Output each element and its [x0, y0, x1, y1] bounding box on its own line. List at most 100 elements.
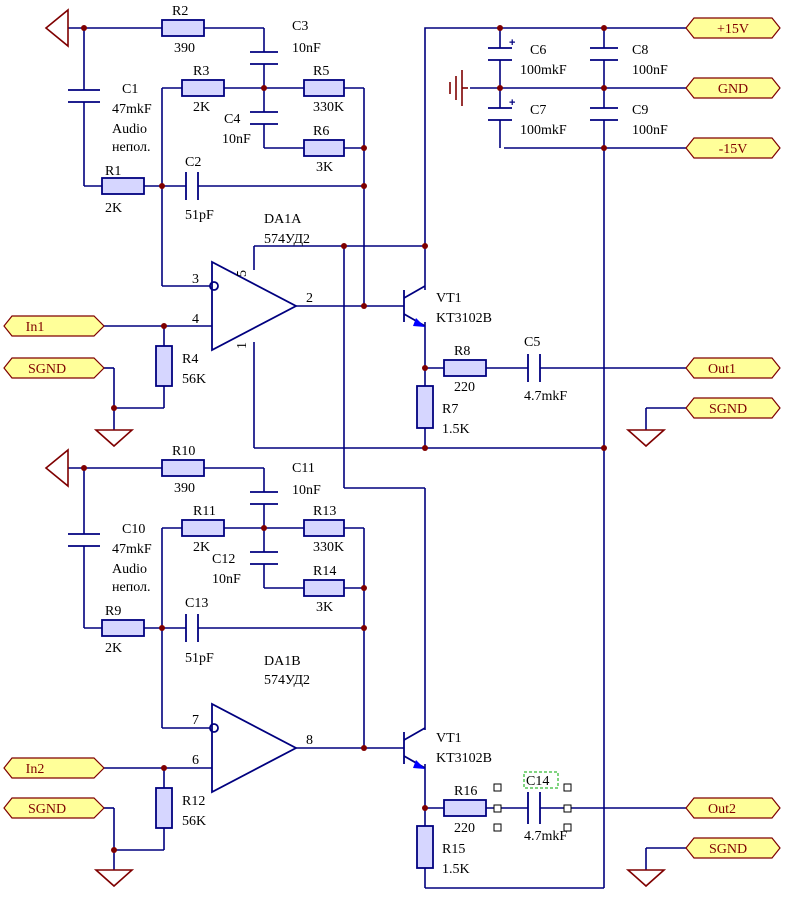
value-r13: 330K	[313, 540, 344, 555]
port-p15v[interactable]: +15V	[685, 17, 781, 39]
capacitor-c1[interactable]	[68, 89, 100, 103]
resistor-r8[interactable]	[443, 359, 487, 377]
capacitor-c14[interactable]	[527, 792, 541, 824]
capacitor-c9[interactable]	[590, 107, 618, 121]
label-da1b: DA1B	[264, 654, 301, 669]
capacitor-c11[interactable]	[250, 491, 278, 505]
label-vt1-bottom: VT1	[436, 731, 462, 746]
port-in1[interactable]: In1	[3, 315, 105, 337]
component-labels: R2 390 C3 10nF C1 47mkF Audio непол. R3 …	[105, 4, 668, 877]
resistor-r10[interactable]	[161, 459, 205, 477]
model-vt1-bottom: KT3102B	[436, 751, 492, 766]
resistor-r3[interactable]	[181, 79, 225, 97]
capacitor-c6[interactable]: +	[488, 37, 515, 61]
value-c2: 51pF	[185, 208, 214, 223]
value-r7: 1.5K	[442, 422, 470, 437]
port-sgnd-in1[interactable]: SGND	[3, 357, 105, 379]
resistor-r15[interactable]	[416, 825, 434, 869]
value-r12: 56K	[182, 814, 206, 829]
port-sgnd-out1[interactable]: SGND	[685, 397, 781, 419]
port-in2[interactable]: In2	[3, 757, 105, 779]
capacitor-c8[interactable]	[590, 47, 618, 61]
label-r8: R8	[454, 344, 470, 359]
port-m15v[interactable]: -15V	[685, 137, 781, 159]
resistor-r5[interactable]	[303, 79, 345, 97]
capacitor-c5[interactable]	[527, 354, 541, 382]
polarity-plus: +	[509, 37, 515, 49]
emitter-arrow-icon	[413, 318, 425, 327]
label-r6: R6	[313, 124, 329, 139]
label-c7: C7	[530, 103, 546, 118]
label-r5: R5	[313, 64, 329, 79]
value-c11: 10nF	[292, 483, 321, 498]
value-r2: 390	[174, 41, 195, 56]
value-r16: 220	[454, 821, 475, 836]
resistor-r16[interactable]	[443, 799, 487, 817]
capacitor-c13[interactable]	[185, 614, 199, 642]
resistor-r6[interactable]	[303, 139, 345, 157]
polarity-plus: +	[509, 97, 515, 109]
svg-text:SGND: SGND	[709, 402, 747, 417]
resistor-r11[interactable]	[181, 519, 225, 537]
value-c8: 100nF	[632, 63, 668, 78]
capacitor-c12[interactable]	[250, 551, 278, 565]
label-c11: C11	[292, 461, 315, 476]
value-r14: 3K	[316, 600, 333, 615]
svg-text:-15V: -15V	[719, 142, 748, 157]
opamp-da1b[interactable]	[209, 702, 298, 794]
transistor-vt1-top[interactable]	[403, 285, 426, 327]
label-r2: R2	[172, 4, 188, 19]
value-c1: 47mkF	[112, 102, 152, 117]
value-c10: 47mkF	[112, 542, 152, 557]
resistor-r7[interactable]	[416, 385, 434, 429]
port-out1[interactable]: Out1	[685, 357, 781, 379]
port-sgnd-out2[interactable]: SGND	[685, 837, 781, 859]
label-c6: C6	[530, 43, 546, 58]
capacitor-c2[interactable]	[185, 172, 199, 200]
capacitor-c7[interactable]: +	[488, 97, 515, 121]
capacitor-c3[interactable]	[250, 51, 278, 65]
resistor-r14[interactable]	[303, 579, 345, 597]
resistor-r4[interactable]	[155, 345, 173, 387]
opamp-da1a[interactable]	[209, 260, 298, 352]
value-c13: 51pF	[185, 651, 214, 666]
pin-4: 4	[192, 312, 199, 327]
label-r11: R11	[193, 504, 216, 519]
value-r9: 2K	[105, 641, 122, 656]
model-vt1-top: KT3102B	[436, 311, 492, 326]
selection-handles[interactable]	[493, 771, 572, 832]
value-r11: 2K	[193, 540, 210, 555]
resistor-r12[interactable]	[155, 787, 173, 829]
label-r15: R15	[442, 842, 465, 857]
resistor-r1[interactable]	[101, 177, 145, 195]
svg-text:GND: GND	[718, 82, 748, 97]
label-r13: R13	[313, 504, 336, 519]
pin-2: 2	[306, 291, 313, 306]
value-r15: 1.5K	[442, 862, 470, 877]
svg-text:In2: In2	[26, 762, 45, 777]
emitter-arrow-icon	[413, 760, 425, 769]
value-c6: 100mkF	[520, 63, 567, 78]
transistor-vt1-bottom[interactable]	[403, 727, 426, 769]
svg-text:Out2: Out2	[708, 802, 736, 817]
resistor-r2[interactable]	[161, 19, 205, 37]
label-r1: R1	[105, 164, 121, 179]
label-c12: C12	[212, 552, 235, 567]
label-c2: C2	[185, 155, 201, 170]
pin-1: 1	[235, 342, 250, 349]
power-rails	[424, 27, 686, 889]
value-c3: 10nF	[292, 41, 321, 56]
capacitor-c10[interactable]	[68, 533, 100, 547]
signal-ground-icon	[625, 869, 667, 888]
resistor-r9[interactable]	[101, 619, 145, 637]
value-r5: 330K	[313, 100, 344, 115]
label-c10: C10	[122, 522, 145, 537]
svg-text:Out1: Out1	[708, 362, 736, 377]
port-sgnd-in2[interactable]: SGND	[3, 797, 105, 819]
resistor-r13[interactable]	[303, 519, 345, 537]
port-gnd[interactable]: GND	[685, 77, 781, 99]
value-r1: 2K	[105, 201, 122, 216]
capacitor-c4[interactable]	[250, 111, 278, 125]
port-out2[interactable]: Out2	[685, 797, 781, 819]
